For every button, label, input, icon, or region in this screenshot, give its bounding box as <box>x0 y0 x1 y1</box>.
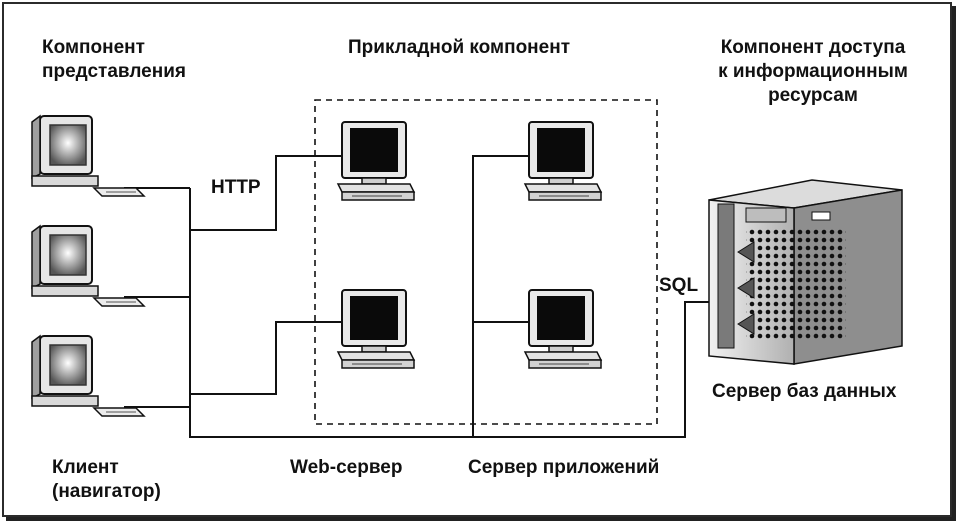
application-component-box <box>314 99 658 425</box>
presentation-component-label: Компонент представления <box>42 37 186 82</box>
web-server-2 <box>337 289 415 369</box>
app-server-label: Сервер приложений <box>468 457 660 478</box>
edge-appserver1 <box>472 155 529 437</box>
client-bus <box>189 188 709 438</box>
edge-http-webserver1 <box>190 155 344 231</box>
client-workstation-1 <box>31 115 145 197</box>
database-server-label: Сервер баз данных <box>712 381 897 402</box>
web-server-1 <box>337 121 415 201</box>
resource-component-label: Компонент доступа к информационным ресур… <box>718 37 908 106</box>
client-workstation-2 <box>31 225 145 307</box>
diagram-frame: Компонент представления Прикладной компо… <box>2 2 952 517</box>
connections <box>124 155 709 438</box>
client-workstation-3 <box>31 335 145 417</box>
sql-label: SQL <box>659 275 699 296</box>
app-server-2 <box>524 289 602 369</box>
app-server-1 <box>524 121 602 201</box>
web-server-label: Web-сервер <box>290 457 403 478</box>
diagram-canvas <box>31 99 903 438</box>
http-label: HTTP <box>211 177 261 198</box>
client-label: Клиент (навигатор) <box>52 457 161 502</box>
database-server-tower <box>708 179 903 365</box>
edge-webserver2 <box>190 321 344 395</box>
application-component-label: Прикладной компонент <box>348 37 570 58</box>
